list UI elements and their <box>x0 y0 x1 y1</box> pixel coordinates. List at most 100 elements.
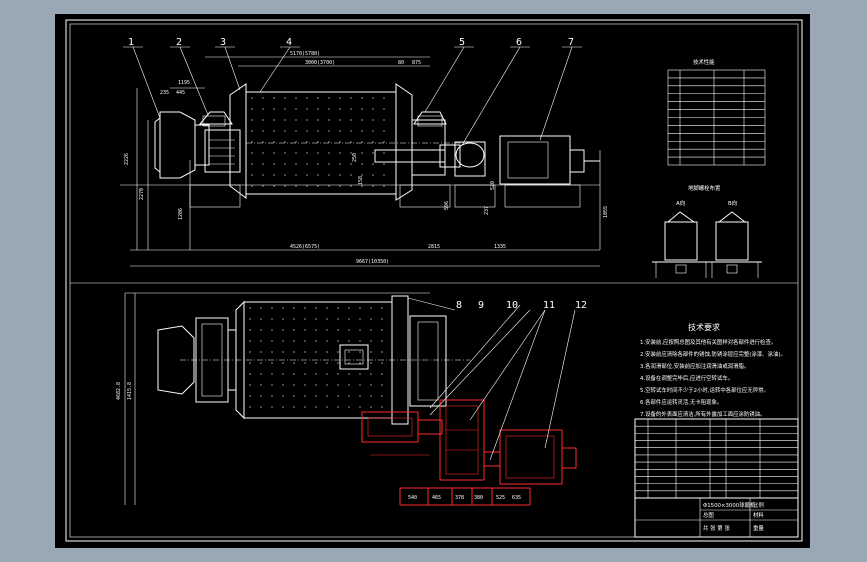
liner-bolt-mark <box>293 307 295 309</box>
liner-bolt-mark <box>262 108 264 110</box>
liner-bolt-mark <box>383 130 385 132</box>
dim-bottom-total: 9667(10350) <box>356 259 389 265</box>
liner-bolt-mark <box>326 318 328 320</box>
dim-445: 445 <box>176 90 185 96</box>
liner-bolt-mark <box>306 119 308 121</box>
liner-bolt-mark <box>372 174 374 176</box>
liner-bolt-mark <box>383 108 385 110</box>
liner-bolt-mark <box>315 373 317 375</box>
liner-bolt-mark <box>317 108 319 110</box>
liner-bolt-mark <box>295 163 297 165</box>
part-number-6: 6 <box>516 37 522 48</box>
liner-bolt-mark <box>381 384 383 386</box>
liner-bolt-mark <box>381 362 383 364</box>
part-number-4: 4 <box>286 37 292 48</box>
scale-label: 比例 <box>753 501 764 509</box>
liner-bolt-mark <box>251 163 253 165</box>
liner-bolt-mark <box>348 362 350 364</box>
liner-bolt-mark <box>348 318 350 320</box>
liner-bolt-mark <box>348 395 350 397</box>
tech-table-title: 技术性能 <box>693 58 715 66</box>
red-dim-4: 380 <box>474 495 483 501</box>
liner-bolt-mark <box>251 141 253 143</box>
parts-list-and-title-block: Φ1500×3000球磨机 总图 比例 材料 重量 共 张 第 张 <box>634 418 799 538</box>
liner-bolt-mark <box>317 185 319 187</box>
liner-bolt-mark <box>284 119 286 121</box>
plan-dim-1: 4682.8 <box>116 382 122 400</box>
dim-596: 596 <box>444 201 450 210</box>
liner-bolt-mark <box>326 373 328 375</box>
liner-bolt-mark <box>339 108 341 110</box>
liner-bolt-mark <box>370 329 372 331</box>
liner-bolt-mark <box>372 97 374 99</box>
liner-bolt-mark <box>317 119 319 121</box>
liner-bolt-mark <box>249 329 251 331</box>
liner-bolt-mark <box>339 141 341 143</box>
technical-requirements: 技术要求 1.安装前,应按照总图及其他有关图样对各部件进行检查。 2.安装前应清… <box>640 322 786 418</box>
material-label: 材料 <box>753 511 764 519</box>
liner-bolt-mark <box>293 362 295 364</box>
liner-bolt-mark <box>317 163 319 165</box>
liner-bolt-mark <box>383 97 385 99</box>
liner-bolt-mark <box>262 141 264 143</box>
red-dim-2: 465 <box>432 495 441 501</box>
liner-bolt-mark <box>304 406 306 408</box>
liner-bolt-mark <box>337 318 339 320</box>
part-number-5: 5 <box>459 37 465 48</box>
liner-bolt-mark <box>306 130 308 132</box>
drawing-name: 总图 <box>703 511 714 519</box>
liner-bolt-mark <box>282 329 284 331</box>
elevation-view <box>120 56 601 267</box>
requirement-4: 4.设备在调整完毕后,应进行空转试车。 <box>640 374 733 382</box>
liner-bolt-mark <box>260 373 262 375</box>
red-dim-1: 540 <box>408 495 417 501</box>
liner-bolt-mark <box>306 97 308 99</box>
liner-bolt-mark <box>304 362 306 364</box>
detail-view-title: 地脚螺栓布置 <box>688 184 721 192</box>
liner-bolt-mark <box>337 307 339 309</box>
liner-bolt-mark <box>260 351 262 353</box>
liner-bolt-mark <box>328 130 330 132</box>
liner-bolt-mark <box>337 329 339 331</box>
liner-bolt-mark <box>348 384 350 386</box>
liner-bolt-mark <box>249 384 251 386</box>
liner-bolt-mark <box>249 395 251 397</box>
liner-bolt-mark <box>260 406 262 408</box>
dim-520: 520 <box>490 181 496 190</box>
liner-bolt-mark <box>326 307 328 309</box>
liner-bolt-mark <box>271 373 273 375</box>
liner-bolt-mark <box>304 340 306 342</box>
liner-bolt-mark <box>317 130 319 132</box>
liner-bolt-mark <box>249 351 251 353</box>
liner-bolt-mark <box>284 174 286 176</box>
liner-bolt-mark <box>262 97 264 99</box>
liner-bolt-mark <box>282 384 284 386</box>
liner-bolt-mark <box>326 395 328 397</box>
part-leaders-bottom: 8 9 10 11 12 <box>407 297 587 461</box>
liner-bolt-mark <box>328 141 330 143</box>
liner-bolt-mark <box>295 108 297 110</box>
liner-bolt-mark <box>315 395 317 397</box>
liner-bolt-mark <box>339 97 341 99</box>
dim-237: 237 <box>484 206 490 215</box>
liner-bolt-mark <box>381 318 383 320</box>
liner-bolt-mark <box>372 152 374 154</box>
dim-left-height: 2226 <box>124 153 130 165</box>
liner-bolt-mark <box>295 141 297 143</box>
liner-bolt-mark <box>328 163 330 165</box>
liner-bolt-mark <box>372 163 374 165</box>
liner-bolt-mark <box>315 362 317 364</box>
liner-bolt-mark <box>339 152 341 154</box>
requirements-title: 技术要求 <box>688 322 720 332</box>
part-number-7: 7 <box>568 37 574 48</box>
liner-bolt-mark <box>361 119 363 121</box>
liner-bolt-mark <box>317 152 319 154</box>
red-dim-5: 525 <box>496 495 505 501</box>
liner-bolt-mark <box>262 163 264 165</box>
liner-bolt-mark <box>359 329 361 331</box>
liner-bolt-mark <box>350 185 352 187</box>
liner-bolt-mark <box>293 351 295 353</box>
liner-bolt-mark <box>370 351 372 353</box>
liner-bolt-mark <box>295 97 297 99</box>
liner-bolt-mark <box>293 329 295 331</box>
